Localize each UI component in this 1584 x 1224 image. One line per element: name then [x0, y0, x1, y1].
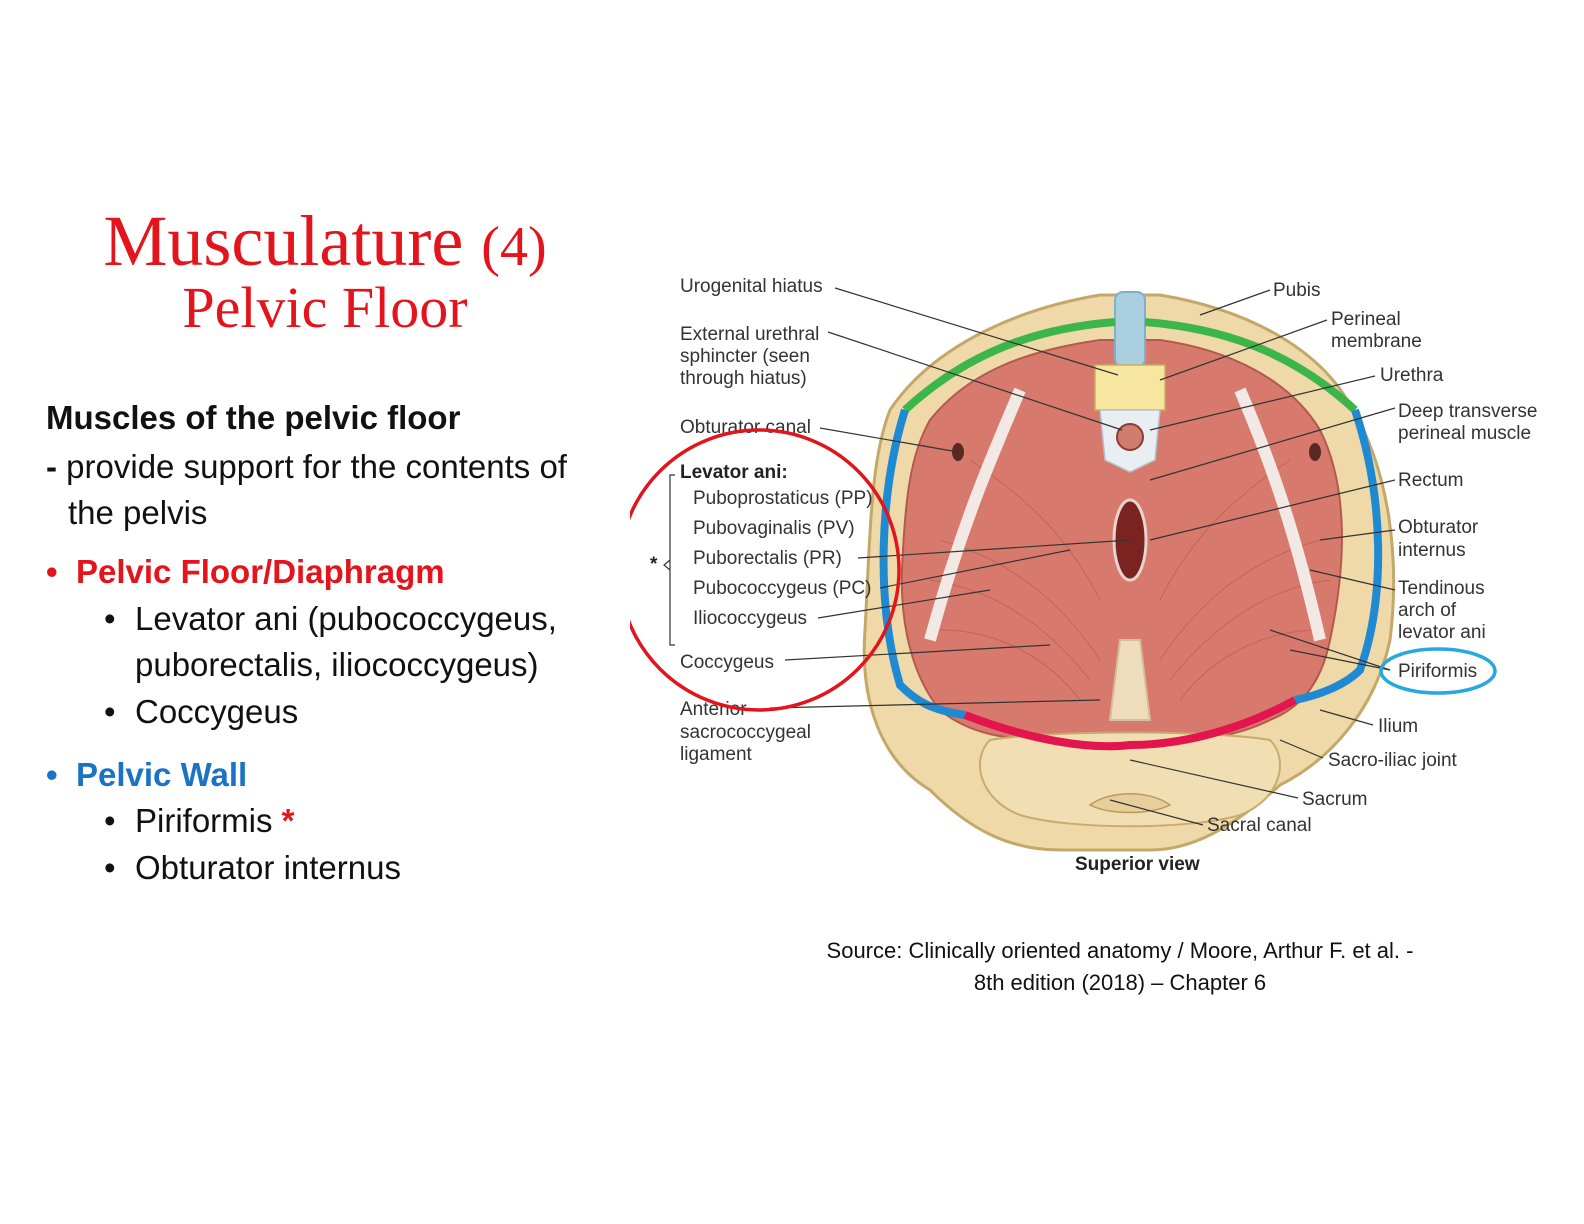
- list-item: • Obturator internus: [104, 845, 606, 892]
- asterisk-marker: *: [281, 802, 295, 840]
- content-text: Muscles of the pelvic floor - provide su…: [46, 398, 606, 892]
- description-dash: -: [46, 447, 57, 485]
- bullet-label: Pelvic Wall: [76, 756, 248, 794]
- bullet-pelvic-floor: • Pelvic Floor/Diaphragm: [46, 549, 606, 595]
- sacrum-shape: [979, 731, 1281, 828]
- label-puboprostaticus: Puboprostaticus (PP): [693, 488, 873, 509]
- label-sacral-canal: Sacral canal: [1207, 815, 1312, 836]
- sacral-band: [963, 696, 1297, 751]
- description-text: provide support for the contents of the …: [66, 447, 567, 532]
- list-item-text: Piriformis: [135, 802, 273, 840]
- pelvic-floor-list: • Levator ani (pubococcygeus, puborectali…: [104, 596, 606, 737]
- description: - provide support for the contents of th…: [46, 444, 606, 538]
- label-perineal-2: membrane: [1331, 331, 1422, 352]
- bullet-pelvic-wall: • Pelvic Wall: [46, 752, 606, 798]
- wall-band-right: [1294, 408, 1383, 704]
- pelvic-floor-illustration: Urogenital hiatus External urethral sphi…: [617, 240, 1560, 890]
- label-sacroiliac: Sacro-iliac joint: [1328, 750, 1458, 771]
- list-item-text: Levator ani (pubococcygeus, puborectalis…: [135, 599, 557, 684]
- list-item: • Levator ani (pubococcygeus, puborectali…: [104, 596, 606, 690]
- sacral-canal-shape: [1088, 793, 1172, 814]
- list-item-text: Coccygeus: [135, 693, 299, 731]
- bullet-label: Pelvic Floor/Diaphragm: [76, 553, 445, 591]
- obturator-canal-right: [1309, 443, 1321, 461]
- pubic-symphysis: [1114, 291, 1146, 368]
- title-subtitle: Pelvic Floor: [182, 275, 468, 340]
- label-anterior-2: sacrococcygeal: [680, 722, 811, 743]
- pelvic-wall-list: • Piriformis * • Obturator internus: [104, 798, 606, 892]
- label-coccygeus: Coccygeus: [680, 652, 774, 673]
- label-tendinous-3: levator ani: [1398, 622, 1486, 643]
- wall-band-left: [879, 408, 966, 719]
- label-deep-2: perineal muscle: [1398, 423, 1531, 444]
- list-item-text: Obturator internus: [135, 849, 401, 887]
- section-heading: Muscles of the pelvic floor: [46, 399, 461, 436]
- tendinous-arch-left: [924, 387, 1026, 642]
- label-perineal-1: Perineal: [1331, 309, 1401, 330]
- label-levator-ani: Levator ani:: [680, 462, 788, 483]
- label-external-urethral-3: through hiatus): [680, 368, 807, 389]
- source-line-1: Source: Clinically oriented anatomy / Mo…: [826, 938, 1414, 963]
- label-deep-1: Deep transverse: [1398, 401, 1537, 422]
- title-number: (4): [481, 216, 547, 278]
- label-piriformis: Piriformis: [1398, 661, 1477, 682]
- label-obturator-1: Obturator: [1398, 517, 1479, 538]
- label-puborectalis: Puborectalis (PR): [693, 548, 842, 569]
- label-urogenital-hiatus: Urogenital hiatus: [680, 276, 823, 297]
- list-item: • Piriformis *: [104, 798, 606, 845]
- label-urethra: Urethra: [1380, 365, 1444, 386]
- bullet-dot: •: [46, 553, 58, 591]
- perineal-membrane: [1094, 364, 1166, 411]
- list-dot: •: [104, 802, 116, 840]
- anatomy-diagram: Urogenital hiatus External urethral sphi…: [617, 276, 1537, 875]
- label-external-urethral-2: sphincter (seen: [680, 346, 810, 367]
- title-main-text: Musculature: [103, 201, 464, 281]
- label-pubococcygeus: Pubococcygeus (PC): [693, 578, 871, 599]
- levator-star: *: [650, 554, 658, 575]
- label-pubis: Pubis: [1273, 280, 1321, 301]
- leader-lines: [663, 287, 1396, 826]
- label-anterior-3: ligament: [680, 744, 753, 765]
- tendinous-arch-right: [1234, 387, 1326, 642]
- label-pubovaginalis: Pubovaginalis (PV): [693, 518, 855, 539]
- coccyx-shape: [1108, 639, 1152, 721]
- label-anterior-1: Anterior: [680, 699, 747, 720]
- label-ilium: Ilium: [1378, 716, 1418, 737]
- label-rectum: Rectum: [1398, 470, 1463, 491]
- label-iliococcygeus: Iliococcygeus: [693, 608, 807, 629]
- list-dot: •: [104, 849, 116, 887]
- label-tendinous-2: arch of: [1398, 600, 1457, 621]
- source-line-2: 8th edition (2018) – Chapter 6: [973, 969, 1267, 995]
- urethra-shape: [1116, 423, 1144, 451]
- caption-superior-view: Superior view: [1075, 854, 1200, 875]
- label-external-urethral-1: External urethral: [680, 324, 819, 345]
- title-main: Musculature (4): [40, 205, 610, 277]
- piriformis-highlight-ellipse: [1379, 647, 1497, 695]
- list-item: • Coccygeus: [104, 689, 606, 736]
- label-obturator-2: internus: [1398, 540, 1466, 561]
- label-sacrum: Sacrum: [1302, 789, 1367, 810]
- list-dot: •: [104, 693, 116, 731]
- list-dot: •: [104, 599, 116, 637]
- label-tendinous-1: Tendinous: [1398, 578, 1485, 599]
- bullet-dot: •: [46, 756, 58, 794]
- slide-title: Musculature (4) Pelvic Floor: [40, 205, 610, 337]
- source-citation: Source: Clinically oriented anatomy / Mo…: [700, 935, 1540, 999]
